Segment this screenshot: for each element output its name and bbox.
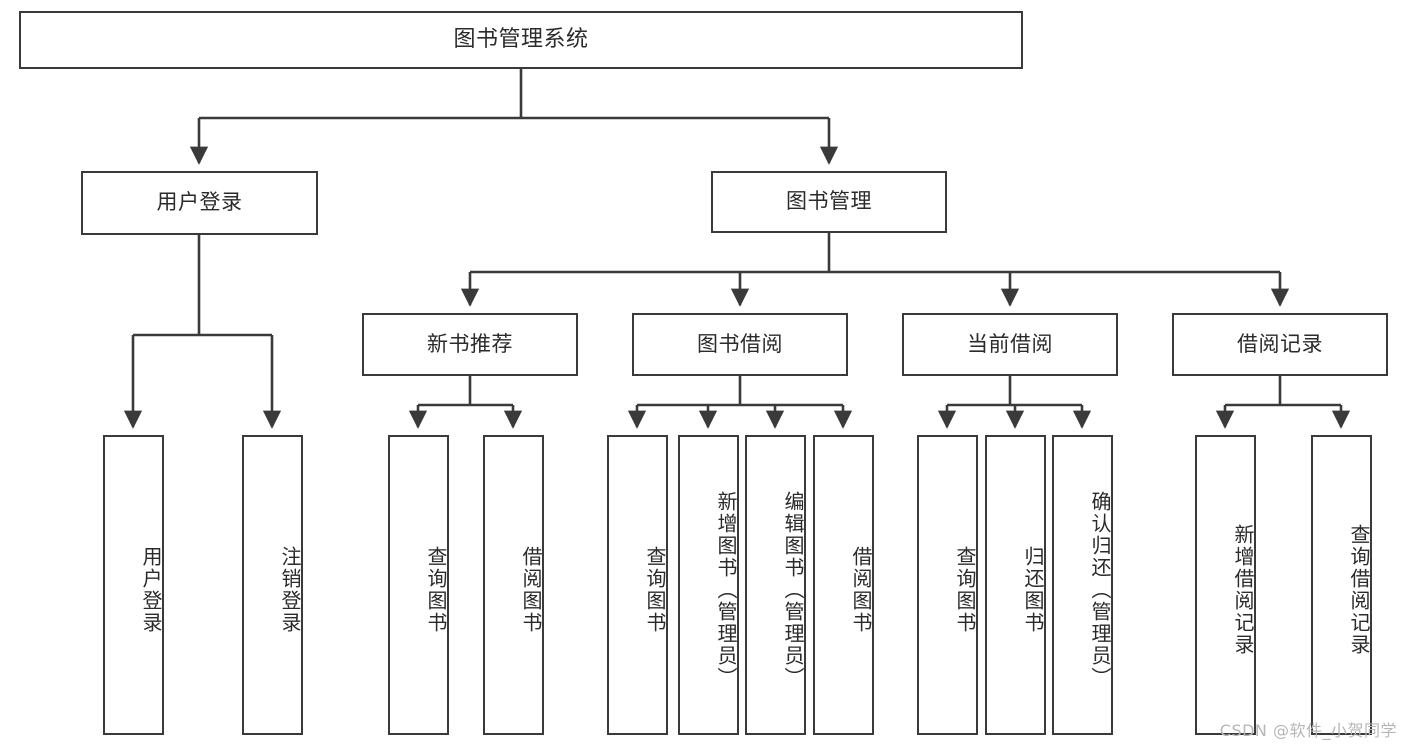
leaf-borrow-edit-book[interactable]: 编辑图书（管理员） bbox=[745, 435, 806, 735]
leaf-borrow-borrow-book-label: 借阅图书 bbox=[849, 546, 873, 634]
node-root-label: 图书管理系统 bbox=[453, 26, 589, 52]
node-borrow-record-label: 借阅记录 bbox=[1237, 331, 1323, 356]
leaf-new-book-query[interactable]: 查询图书 bbox=[388, 435, 449, 735]
leaf-current-confirm-return[interactable]: 确认归还（管理员） bbox=[1052, 435, 1113, 735]
leaf-current-query-book[interactable]: 查询图书 bbox=[917, 435, 978, 735]
leaf-record-query-label: 查询借阅记录 bbox=[1347, 524, 1371, 656]
node-book-borrow-label: 图书借阅 bbox=[697, 331, 783, 356]
node-new-book-recommend[interactable]: 新书推荐 bbox=[362, 313, 578, 376]
leaf-user-login-logout[interactable]: 注销登录 bbox=[242, 435, 303, 735]
node-borrow-record[interactable]: 借阅记录 bbox=[1172, 313, 1388, 376]
leaf-user-login-login-label: 用户登录 bbox=[139, 546, 163, 634]
leaf-user-login-logout-label: 注销登录 bbox=[278, 546, 302, 634]
leaf-current-return-book-label: 归还图书 bbox=[1021, 546, 1045, 634]
node-user-login-label: 用户登录 bbox=[156, 190, 243, 215]
leaf-borrow-borrow-book[interactable]: 借阅图书 bbox=[813, 435, 874, 735]
node-current-borrow[interactable]: 当前借阅 bbox=[902, 313, 1118, 376]
node-book-borrow[interactable]: 图书借阅 bbox=[632, 313, 848, 376]
node-root[interactable]: 图书管理系统 bbox=[19, 11, 1023, 69]
leaf-borrow-add-book-label: 新增图书（管理员） bbox=[714, 491, 738, 689]
leaf-record-add[interactable]: 新增借阅记录 bbox=[1195, 435, 1256, 735]
leaf-record-add-label: 新增借阅记录 bbox=[1231, 524, 1255, 656]
leaf-borrow-edit-book-label: 编辑图书（管理员） bbox=[781, 491, 805, 689]
leaf-current-return-book[interactable]: 归还图书 bbox=[985, 435, 1046, 735]
node-user-login[interactable]: 用户登录 bbox=[81, 171, 318, 235]
leaf-new-book-borrow-label: 借阅图书 bbox=[519, 546, 543, 634]
leaf-current-confirm-return-label: 确认归还（管理员） bbox=[1088, 491, 1112, 689]
node-new-book-recommend-label: 新书推荐 bbox=[427, 331, 513, 356]
watermark: CSDN @软件_小贺同学 bbox=[1219, 721, 1397, 740]
leaf-user-login-login[interactable]: 用户登录 bbox=[103, 435, 164, 735]
leaf-borrow-query-book-label: 查询图书 bbox=[643, 546, 667, 634]
leaf-record-query[interactable]: 查询借阅记录 bbox=[1311, 435, 1372, 735]
leaf-borrow-add-book[interactable]: 新增图书（管理员） bbox=[678, 435, 739, 735]
node-current-borrow-label: 当前借阅 bbox=[967, 331, 1053, 356]
leaf-new-book-query-label: 查询图书 bbox=[424, 546, 448, 634]
leaf-new-book-borrow[interactable]: 借阅图书 bbox=[483, 435, 544, 735]
node-book-management-label: 图书管理 bbox=[786, 189, 872, 214]
node-book-management[interactable]: 图书管理 bbox=[711, 171, 947, 233]
leaf-borrow-query-book[interactable]: 查询图书 bbox=[607, 435, 668, 735]
leaf-current-query-book-label: 查询图书 bbox=[953, 546, 977, 634]
